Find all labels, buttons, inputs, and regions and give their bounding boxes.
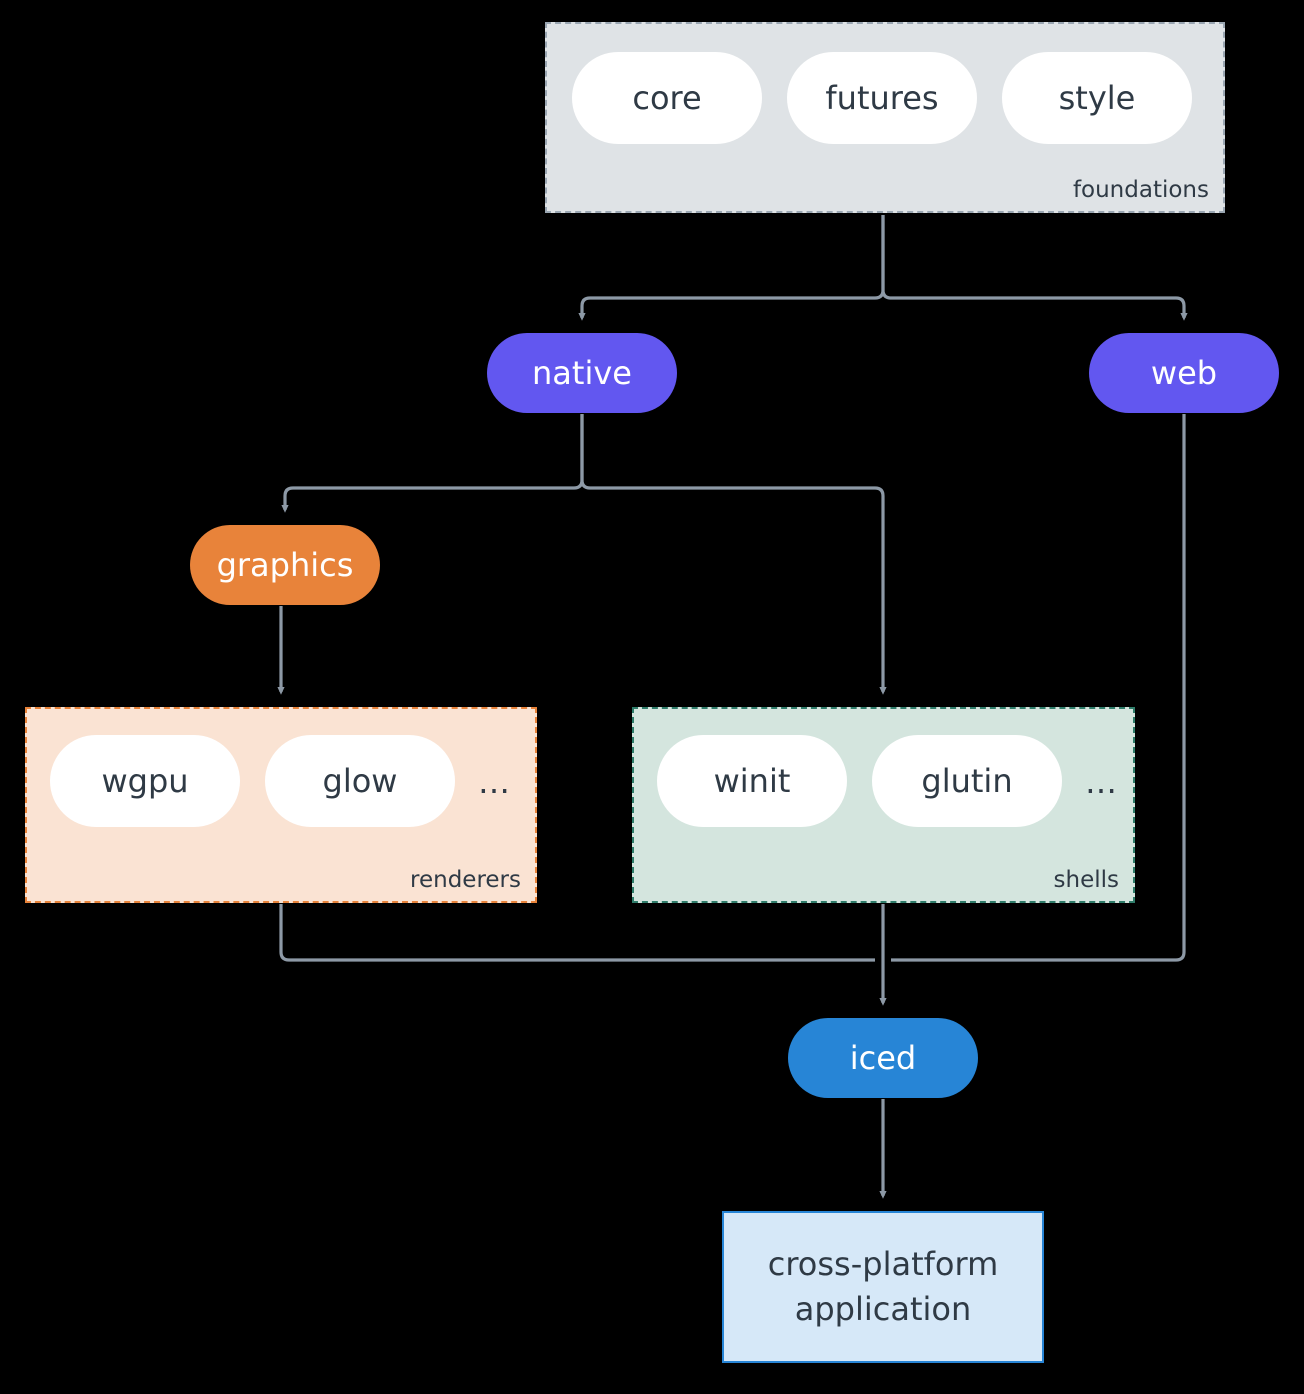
node-winit[interactable]: winit (657, 735, 847, 827)
node-glutin-label: glutin (921, 762, 1013, 800)
node-glow[interactable]: glow (265, 735, 455, 827)
node-web[interactable]: web (1089, 333, 1279, 413)
application-label-line1: cross-platform (767, 1244, 999, 1283)
edge-foundations-to-native (578, 215, 885, 321)
application-label-line2: application (794, 1290, 972, 1328)
node-cross-platform-application[interactable]: cross-platform application (722, 1211, 1044, 1363)
node-winit-label: winit (713, 762, 791, 800)
node-native-label: native (532, 354, 632, 392)
node-core-label: core (632, 79, 702, 117)
node-style[interactable]: style (1002, 52, 1192, 144)
node-graphics-label: graphics (216, 546, 354, 584)
edge-native-to-graphics (281, 414, 584, 513)
node-wgpu[interactable]: wgpu (50, 735, 240, 827)
node-glow-label: glow (322, 762, 398, 800)
node-core[interactable]: core (572, 52, 762, 144)
cluster-label-foundations: foundations (1072, 177, 1209, 203)
edge-foundations-to-web (881, 215, 1188, 321)
node-iced-label: iced (849, 1039, 917, 1077)
edge-renderers-to-iced (279, 904, 875, 962)
node-native[interactable]: native (487, 333, 677, 413)
cluster-label-shells: shells (1053, 867, 1119, 893)
node-graphics[interactable]: graphics (190, 525, 380, 605)
cluster-label-renderers: renderers (410, 867, 521, 893)
node-style-label: style (1058, 79, 1136, 117)
renderers-ellipsis: … (478, 763, 511, 801)
node-wgpu-label: wgpu (101, 762, 189, 800)
node-futures-label: futures (825, 79, 939, 117)
node-glutin[interactable]: glutin (872, 735, 1062, 827)
edge-native-to-shells (580, 414, 887, 695)
node-futures[interactable]: futures (787, 52, 977, 144)
shells-ellipsis: … (1085, 763, 1118, 801)
node-iced[interactable]: iced (788, 1018, 978, 1098)
node-web-label: web (1150, 354, 1218, 392)
